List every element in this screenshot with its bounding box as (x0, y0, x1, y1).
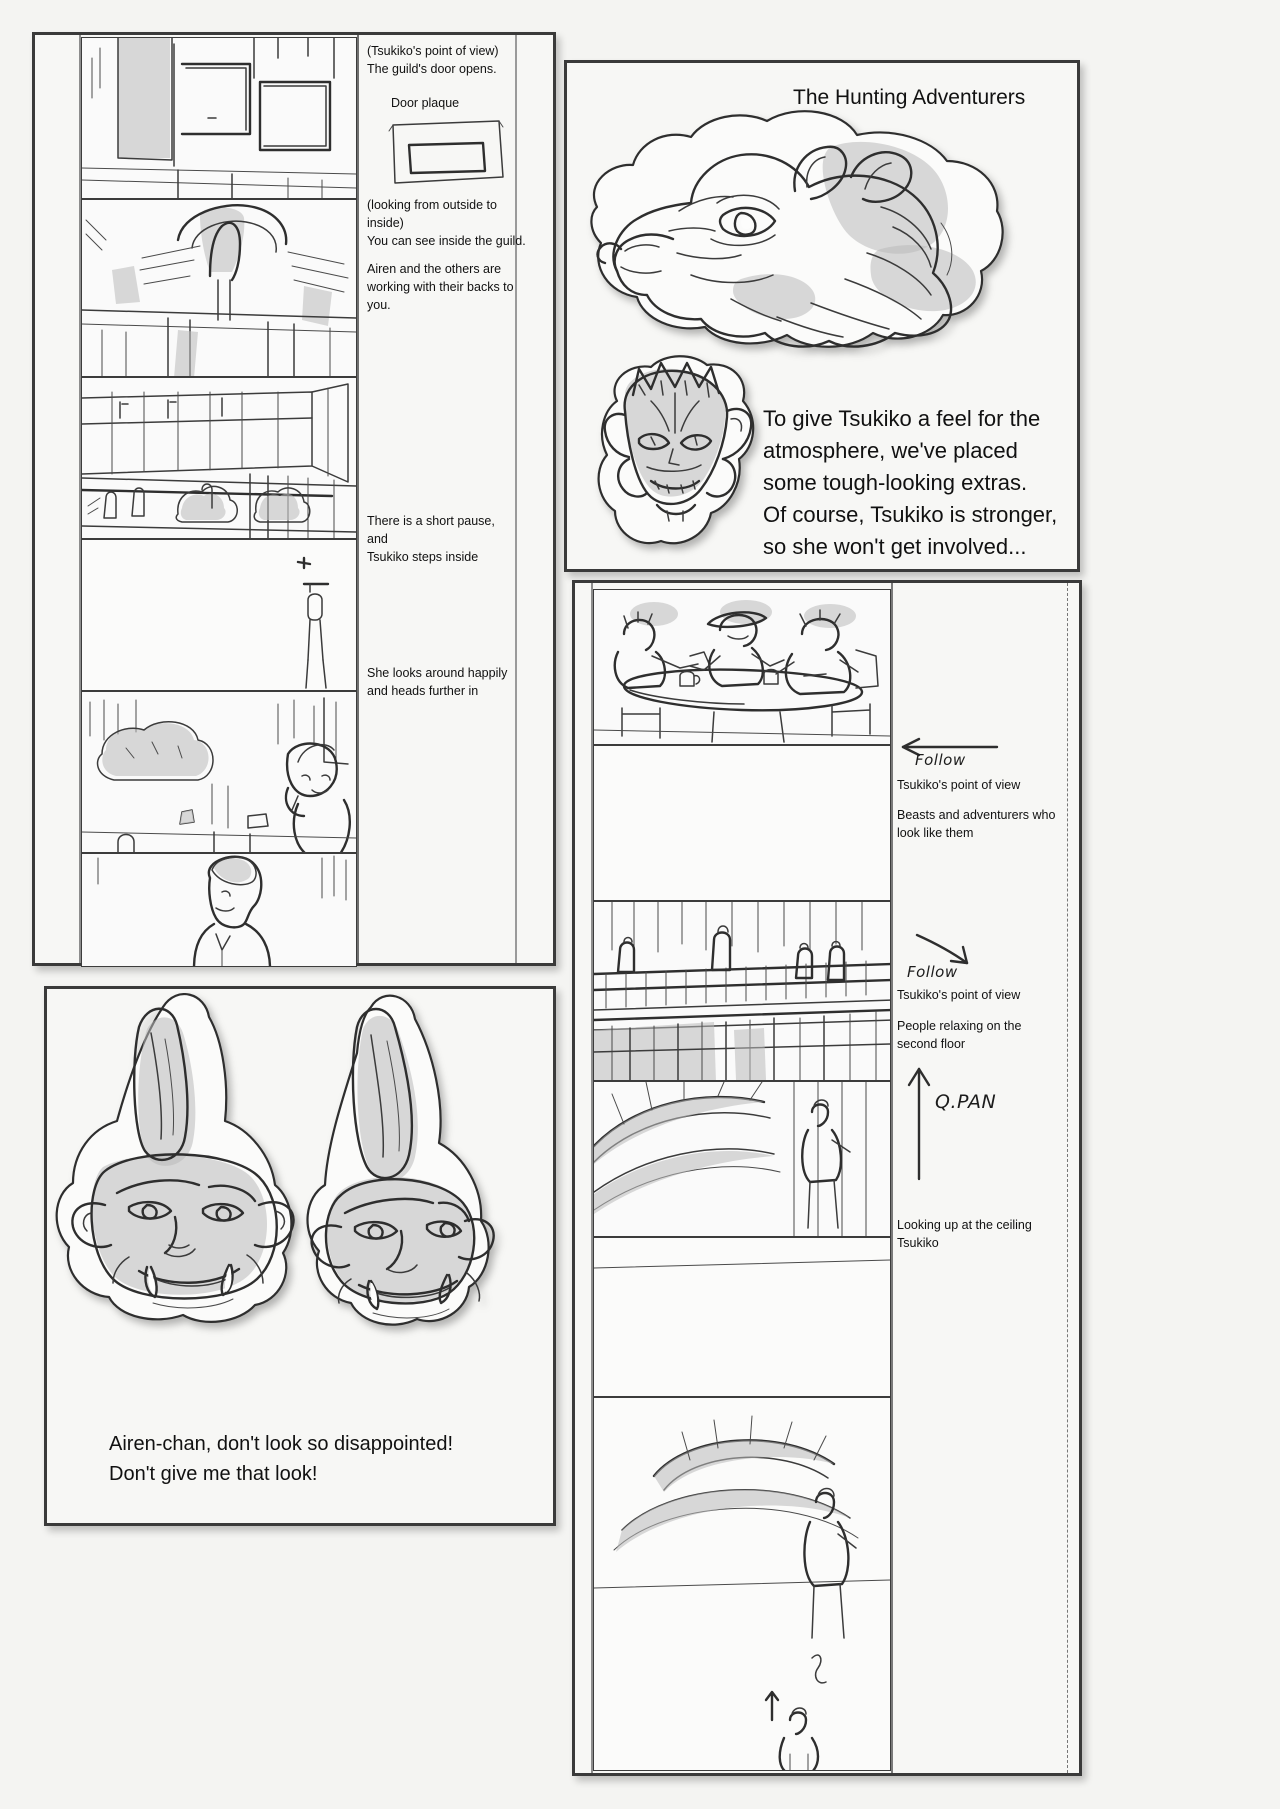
panel-entrance-arch (81, 199, 357, 377)
notes-divider-rule (357, 35, 359, 963)
body-text-extras: To give Tsukiko a feel for the atmospher… (763, 406, 1058, 559)
panel-door-opens (81, 37, 357, 199)
sketch-hall-wide (594, 1238, 890, 1396)
sketch-ceiling-view (594, 1082, 890, 1236)
page-title: The Hunting Adventurers (793, 86, 1026, 109)
rb-dashed-rule (1067, 583, 1068, 1773)
rb-notes-divider-rule (891, 583, 893, 1773)
note-airen-backs: Airen and the others are working with th… (367, 262, 514, 312)
sketch-guild-interior (82, 378, 356, 538)
note-short-pause: There is a short pause, and Tsukiko step… (367, 514, 495, 564)
sketch-door-opens (82, 38, 356, 198)
arrow-up-qpan-icon (907, 1067, 931, 1181)
rb-left-margin-rule (591, 583, 593, 1773)
panel-hall-wide (593, 1237, 891, 1397)
annotation-beasts: Beasts and adventurers who look like the… (897, 808, 1056, 840)
panel-pause-empty (81, 539, 357, 691)
sketch-entrance-arch (82, 200, 356, 376)
panel-tavern-table (593, 589, 891, 745)
sketch-figure-walking (594, 1398, 890, 1770)
sketch-ogre-front (55, 993, 295, 1323)
right-margin-rule (515, 35, 517, 963)
sketch-tsukiko-looking (82, 692, 356, 852)
annotation-pov-2: Tsukiko's point of view (897, 988, 1021, 1002)
left-storyboard-board: (Tsukiko's point of view) The guild's do… (32, 32, 556, 967)
note-pov-door: (Tsukiko's point of view) The guild's do… (367, 44, 499, 76)
sketch-beast-head (590, 110, 1004, 348)
panel-airen-profile (81, 853, 357, 967)
left-margin-rule (79, 35, 81, 963)
right-top-board: The Hunting Adventurers (564, 60, 1080, 572)
annotation-ceiling: Looking up at the ceiling Tsukiko (897, 1218, 1032, 1250)
panel-guild-interior (81, 377, 357, 539)
panel-second-floor-balcony (593, 901, 891, 1081)
sketch-demon-face (597, 355, 755, 545)
sketch-tavern-table (594, 590, 890, 744)
sketch-airen-profile (82, 854, 356, 966)
handwriting-follow-1: Follow (915, 751, 966, 769)
sketch-pause-figure (82, 540, 356, 690)
sketch-door-plaque (388, 120, 504, 184)
panel-tsukiko-looks-around (81, 691, 357, 853)
sketch-balcony (594, 902, 890, 1080)
note-looks-around: She looks around happily and heads furth… (367, 666, 508, 698)
right-bottom-board: Follow Tsukiko's point of view Beasts an… (572, 580, 1082, 1776)
bottom-caption: Airen-chan, don't look so disappointed! … (109, 1433, 454, 1485)
sketch-rb-empty (594, 746, 890, 900)
annotation-second-floor: People relaxing on the second floor (897, 1019, 1022, 1051)
note-outside-inside: (looking from outside to inside) You can… (367, 198, 526, 248)
panel-ceiling-view (593, 1081, 891, 1237)
note-door-plaque: Door plaque (391, 96, 460, 110)
handwriting-follow-2: Follow (907, 963, 958, 981)
sketch-ogre-profile (306, 994, 495, 1326)
bottom-left-board: Airen-chan, don't look so disappointed! … (44, 986, 556, 1526)
panel-rb-empty (593, 745, 891, 901)
annotation-pov-1: Tsukiko's point of view (897, 778, 1021, 792)
panel-figure-walking (593, 1397, 891, 1771)
handwriting-qpan: Q.PAN (935, 1091, 997, 1113)
